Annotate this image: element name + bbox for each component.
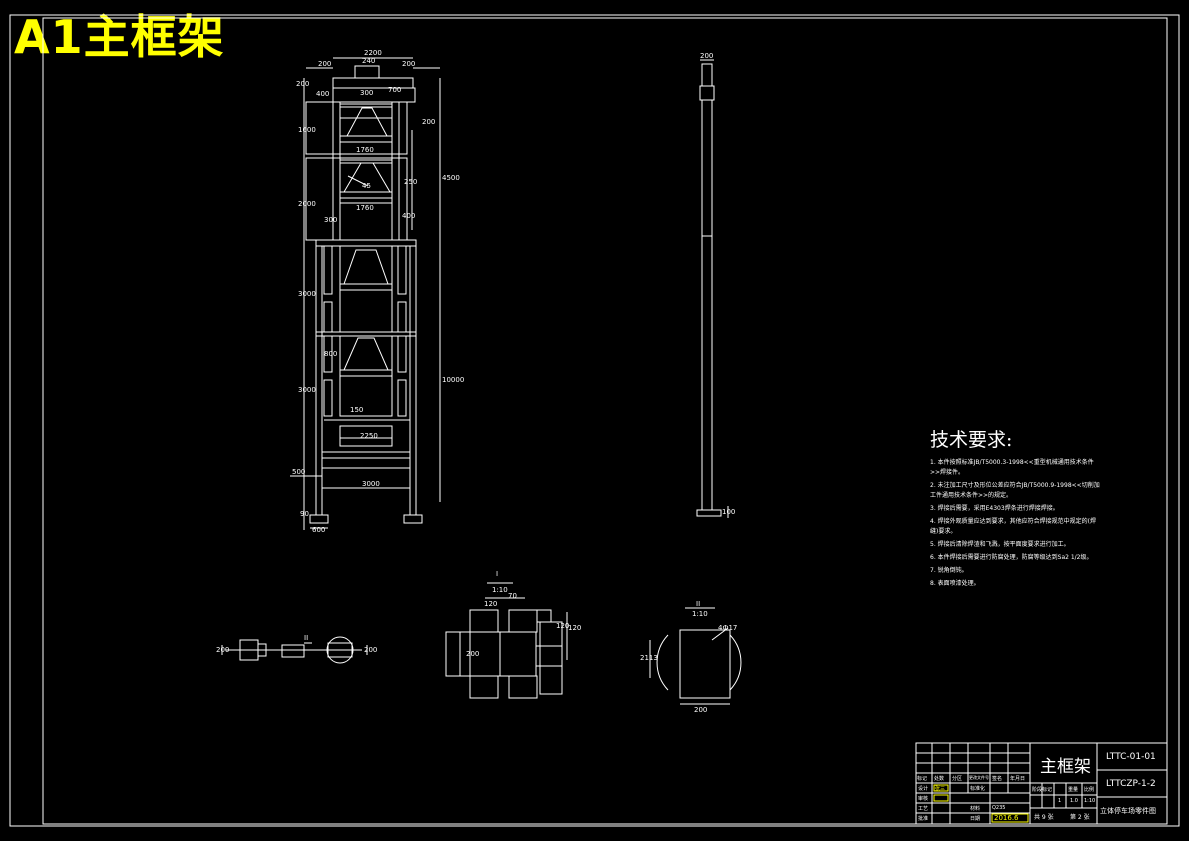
dim-s3-top: 300 [324, 216, 337, 224]
design-label: 设计 [918, 786, 929, 792]
dim-plan-right: 200 [364, 646, 377, 654]
std-label: 标准化 [970, 786, 986, 792]
dim-s1-inner: 1760 [356, 146, 374, 154]
dim-top-gap2: 700 [388, 86, 401, 94]
project-number: LTTCZP-1-2 [1106, 779, 1156, 789]
dim-top-gap: 300 [360, 89, 373, 97]
dim-top-h1: 200 [296, 80, 309, 88]
tech-item: 7. 锐角倒钝。 [930, 567, 968, 574]
dim-leg-w: 500 [292, 468, 305, 476]
mark-header: 更改文件号 [969, 775, 989, 780]
dim-top-inner: 400 [316, 90, 329, 98]
dimension-labels: 2200 200 240 200 200 400 300 700 1600 20… [216, 49, 737, 714]
title-block-grid [915, 742, 1168, 825]
inner-border [42, 17, 1168, 825]
dim-base-w: 3000 [362, 480, 380, 488]
detail-I-view [445, 582, 568, 699]
tech-item: 5. 焊接后清除焊渣和飞溅，按平面度要求进行加工。 [930, 541, 1070, 548]
dim-detB-dia: 4Ф17 [718, 624, 737, 632]
dim-top-total: 2200 [364, 49, 382, 57]
dim-s4-mid: 800 [324, 350, 337, 358]
tech-item: 3. 焊接后需要，采用E4303焊条进行焊接焊接。 [930, 505, 1059, 512]
dim-detA-h3: 200 [466, 650, 479, 658]
drawing-number: LTTC-01-01 [1106, 752, 1156, 762]
part-name: 主框架 [1040, 757, 1091, 777]
dim-s1-right: 200 [422, 118, 435, 126]
detail-A-scale: 1:10 [492, 586, 508, 594]
detail-II-view [649, 607, 742, 705]
detail-B-label: II [696, 600, 700, 608]
dim-side-foot: 100 [722, 508, 735, 516]
date-value: 2016.6 [994, 814, 1019, 822]
qty-value: 1 [1058, 798, 1062, 804]
dim-detA-h2: 120 [568, 624, 581, 632]
detail-B-scale: 1:10 [692, 610, 708, 618]
tech-item: 6. 本件焊接后需要进行防腐处理，防腐等级达到Sa2 1/2级。 [930, 554, 1093, 561]
technical-requirements: 技术要求: 1. 本件按照标准JB/T5000.3-1998<<重型机械通用技术… [930, 425, 1100, 592]
plan-view [221, 636, 368, 664]
tech-list: 1. 本件按照标准JB/T5000.3-1998<<重型机械通用技术条件>>焊接… [930, 458, 1100, 589]
date-label: 日期 [970, 816, 981, 822]
dim-s2-inner: 1760 [356, 204, 374, 212]
mark-header: 年月日 [1010, 776, 1026, 782]
dim-detB-w: 200 [694, 706, 707, 714]
weight-label: 重量 [1068, 787, 1079, 793]
tech-item: 2. 未注加工尺寸及形位公差应符合JB/T5000.9-1998<<切削加工件通… [930, 482, 1100, 499]
detail-A-label: I [496, 570, 498, 578]
approve-label: 批准 [918, 816, 929, 822]
outer-border [9, 14, 1180, 827]
dim-detB-h: 2113 [640, 654, 658, 662]
dim-right-total: 4500 [442, 174, 460, 182]
dim-s3-height: 3000 [298, 290, 316, 298]
stage-label: 阶段标记 [1032, 787, 1053, 793]
mark-header: 签名 [992, 776, 1003, 782]
scale-label: 比例 [1084, 787, 1095, 793]
dim-overall-h: 10000 [442, 376, 464, 384]
dim-top-w1: 200 [318, 60, 331, 68]
sheet-number: 第 2 张 [1070, 814, 1090, 821]
dim-foot-h: 90 [300, 510, 309, 518]
mark-header: 分区 [952, 776, 963, 782]
dim-s3-right: 400 [402, 212, 415, 220]
dim-detA-w2: 70 [508, 592, 517, 600]
dim-gusset: 45 [362, 182, 371, 190]
scale-value: 1:10 [1084, 798, 1096, 804]
dim-plan-left: 200 [216, 646, 229, 654]
craft-label: 工艺 [918, 806, 929, 812]
dim-s1-height: 1600 [298, 126, 316, 134]
company-name: 立体停车场零件图 [1100, 807, 1156, 815]
design-name: 张三 [935, 786, 946, 792]
dim-foot-w: 600 [312, 526, 325, 534]
dim-top-w3: 200 [402, 60, 415, 68]
tech-item: 8. 表面喷漆处理。 [930, 580, 980, 587]
dim-side-top: 200 [700, 52, 713, 60]
sheets-total: 共 9 张 [1034, 814, 1054, 821]
mark-header: 处数 [934, 776, 945, 782]
main-frame-front-view [290, 57, 441, 530]
material-label: 材料 [970, 806, 981, 812]
dim-detA-w1: 120 [484, 600, 497, 608]
tech-title: 技术要求: [930, 429, 1013, 451]
side-view-post [696, 59, 729, 518]
tech-item: 1. 本件按照标准JB/T5000.3-1998<<重型机械通用技术条件>>焊接… [930, 459, 1094, 476]
check-label: 审核 [918, 796, 929, 802]
dim-s2-height: 2000 [298, 200, 316, 208]
tech-item: 4. 焊接外观质量应达到要求，其他应符合焊接规范中规定的(焊缝)要求。 [930, 518, 1096, 535]
plan-marker: II [304, 634, 308, 642]
dim-bottom-inner: 2250 [360, 432, 378, 440]
dim-top-w2: 240 [362, 57, 375, 65]
material-value: Q235 [992, 805, 1006, 811]
weight-value: 1.0 [1070, 798, 1078, 804]
dim-s2-side: 250 [404, 178, 417, 186]
sheet-label: A1主框架 [14, 10, 225, 64]
dim-s4-height: 3000 [298, 386, 316, 394]
dim-detA-h1: 120 [556, 622, 569, 630]
mark-header: 标记 [917, 776, 928, 782]
dim-s4-inner: 150 [350, 406, 363, 414]
